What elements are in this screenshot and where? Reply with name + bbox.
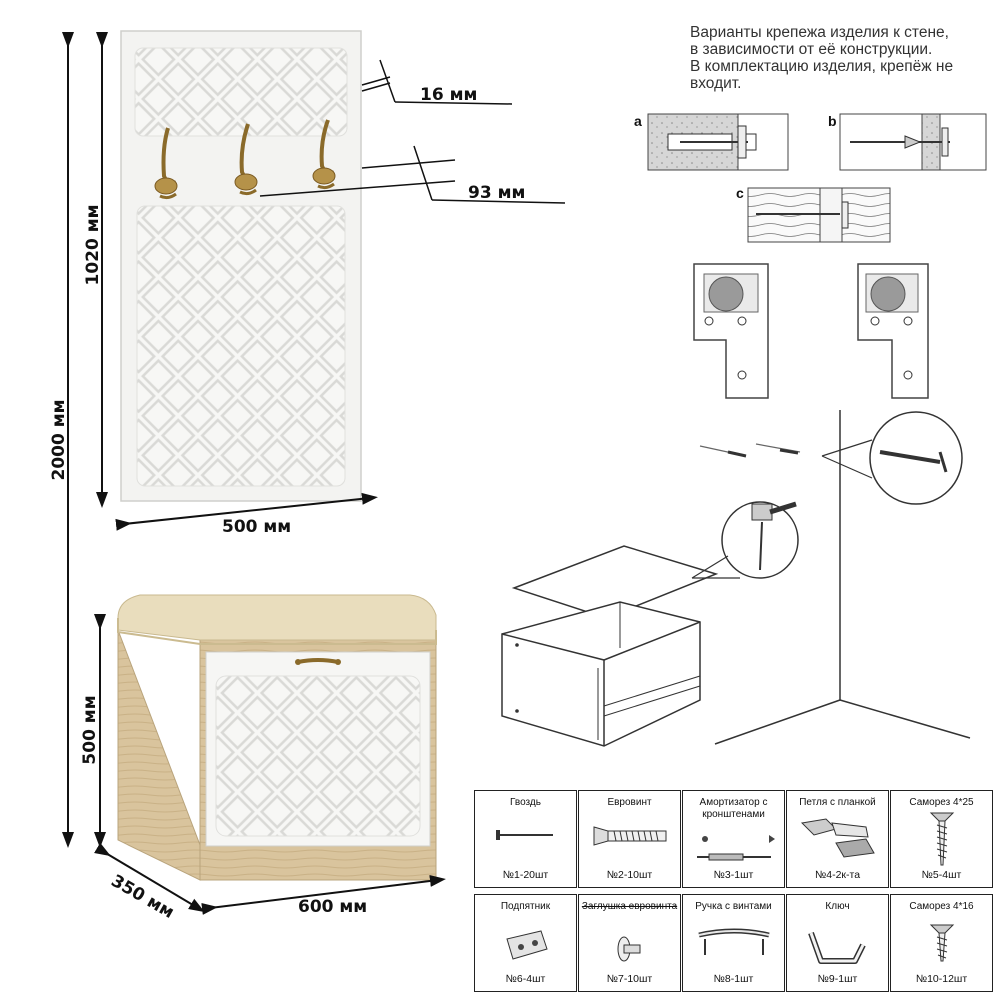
part-qty: №9-1шт (817, 973, 858, 985)
part-qty: №8-1шт (713, 973, 754, 985)
part-qty: №6-4шт (505, 973, 546, 985)
variant-b-label: b (828, 113, 837, 129)
part-name: Евровинт (607, 797, 652, 808)
euroscrew-icon (593, 826, 666, 846)
mounting-bracket-left (693, 263, 769, 399)
handle-icon (697, 928, 770, 955)
variant-c-label: c (736, 185, 744, 201)
mount-variant-c: c (736, 185, 891, 243)
part-name: Саморез 4*25 (909, 797, 974, 808)
hinge-icon (800, 818, 875, 858)
bench-height-label: 500 мм (80, 695, 100, 764)
part-qty: №1-20шт (502, 869, 549, 881)
dimension-bench-height: 500 мм (80, 614, 106, 848)
dimension-bench-width: 600 мм (201, 875, 446, 917)
wall-panel (120, 30, 362, 502)
part-qty: №10-12шт (915, 973, 968, 985)
part-name: Подпятник (500, 901, 551, 912)
variant-a-label: a (634, 113, 642, 129)
part-name: Саморез 4*16 (909, 901, 974, 912)
gas-strut-icon (696, 835, 775, 861)
parts-table-row: Гвоздь №1-20шт Евровинт №2-10шт Амортиза… (474, 790, 994, 888)
wall-corner (699, 410, 971, 745)
part-cell-screw-16: Саморез 4*16 №10-12шт (890, 894, 993, 992)
drawer-handle (295, 658, 341, 665)
mounting-note: Варианты крепежа изделия к стене, в зави… (690, 24, 990, 92)
carcass-back-panel (511, 545, 719, 619)
part-cell-hinge: Петля с планкой №4-2к-та (786, 790, 889, 888)
part-cell-handle: Ручка с винтами №8-1шт (682, 894, 785, 992)
hook-depth-label: 93 мм (468, 183, 525, 203)
coat-hook (154, 127, 178, 200)
part-qty: №5-4шт (921, 869, 962, 881)
part-name: Заглушка евровинта (581, 901, 678, 912)
dimension-total-height: 2000 мм (49, 32, 74, 848)
bench-depth-label: 350 мм (108, 871, 178, 923)
mounting-bracket-right (857, 263, 929, 399)
part-name: Петля с планкой (799, 797, 876, 808)
total-height-label: 2000 мм (49, 399, 69, 480)
dimension-panel-width: 500 мм (115, 492, 378, 537)
mount-variant-a: a (634, 113, 789, 171)
foot-pad-icon (505, 930, 548, 960)
mount-variant-b: b (828, 113, 987, 171)
part-name: Ключ (825, 901, 850, 912)
part-cell-foot-pad: Подпятник №6-4шт (474, 894, 577, 992)
part-cell-screw-25: Саморез 4*25 №5-4шт (890, 790, 993, 888)
part-cell-gas-strut: Амортизатор с кронштенами №3-1шт (682, 790, 785, 888)
note-line: в зависимости от её конструкции. (690, 41, 933, 58)
part-cell-cap: Заглушка евровинта №7-10шт (578, 894, 681, 992)
part-qty: №4-2к-та (814, 869, 861, 881)
note-line: Варианты крепежа изделия к стене, (690, 24, 949, 41)
shoe-bench (117, 594, 437, 881)
dimension-panel-thickness: 16 мм (361, 59, 513, 105)
coat-hook (234, 123, 258, 196)
bench-width-label: 600 мм (298, 897, 367, 917)
cap-icon (617, 936, 640, 962)
part-name: Ручка с винтами (695, 901, 772, 912)
dimension-panel-height: 1020 мм (83, 32, 108, 508)
part-cell-hex-key: Ключ №9-1шт (786, 894, 889, 992)
part-name: Амортизатор с кронштенами (699, 797, 768, 820)
note-line: входит. (690, 75, 742, 92)
panel-width-label: 500 мм (222, 517, 291, 537)
part-cell-euroscrew: Евровинт №2-10шт (578, 790, 681, 888)
part-qty: №3-1шт (713, 869, 754, 881)
dimension-hook-depth: 93 мм (259, 145, 566, 204)
nail-icon (495, 830, 553, 840)
parts-table-row: Подпятник №6-4шт Заглушка евровинта №7-1… (474, 894, 994, 992)
note-line: В комплектацию изделия, крепёж не (690, 58, 954, 75)
hex-key-icon (807, 931, 866, 964)
panel-height-label: 1020 мм (83, 204, 103, 285)
screw-icon (929, 812, 954, 866)
thickness-label: 16 мм (420, 85, 477, 105)
coat-hook (312, 119, 336, 190)
part-qty: №2-10шт (606, 869, 653, 881)
hammer-detail (691, 501, 799, 579)
screw-icon (929, 924, 954, 962)
part-cell-nail: Гвоздь №1-20шт (474, 790, 577, 888)
cabinet-carcass (501, 601, 701, 747)
part-qty: №7-10шт (606, 973, 653, 985)
part-name: Гвоздь (510, 797, 541, 808)
